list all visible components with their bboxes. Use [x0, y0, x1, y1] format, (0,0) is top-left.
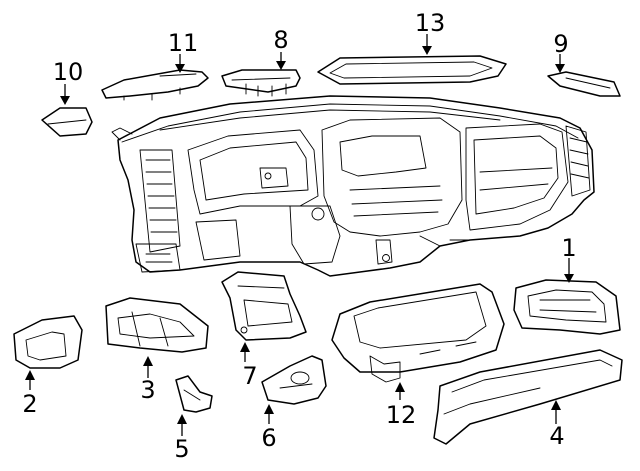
callout-5: 5 — [174, 435, 189, 463]
callout-labels: 1 2 3 4 5 6 7 8 9 10 11 12 13 — [22, 9, 576, 463]
callout-3: 3 — [140, 376, 155, 404]
part-4-lower-trim-panel — [433, 349, 623, 445]
part-12-center-housing — [331, 283, 505, 383]
part-7-support-bracket — [221, 271, 307, 341]
part-6-knee-trim — [261, 355, 327, 405]
part-10-end-cap — [41, 107, 93, 137]
part-11-cluster-top-cover — [101, 69, 209, 101]
callout-8: 8 — [273, 26, 288, 54]
callout-7: 7 — [242, 362, 257, 390]
callout-1: 1 — [561, 234, 576, 262]
callout-11: 11 — [168, 29, 199, 57]
part-8-center-bracket — [221, 69, 301, 97]
part-3-left-duct — [105, 297, 209, 353]
part-13-defroster-grille — [317, 55, 507, 85]
instrument-panel-assembly — [111, 95, 595, 277]
part-1-right-duct-housing — [513, 279, 621, 335]
part-2-left-outlet — [13, 315, 83, 369]
callout-2: 2 — [22, 390, 37, 418]
callout-13: 13 — [415, 9, 446, 37]
part-9-right-end-cover — [547, 71, 621, 97]
callout-10: 10 — [53, 58, 84, 86]
part-5-lower-bracket — [175, 375, 213, 413]
callout-4: 4 — [549, 422, 564, 450]
callout-9: 9 — [553, 30, 568, 58]
callout-12: 12 — [386, 401, 417, 429]
callout-6: 6 — [261, 424, 276, 452]
leader-lines — [25, 34, 574, 436]
